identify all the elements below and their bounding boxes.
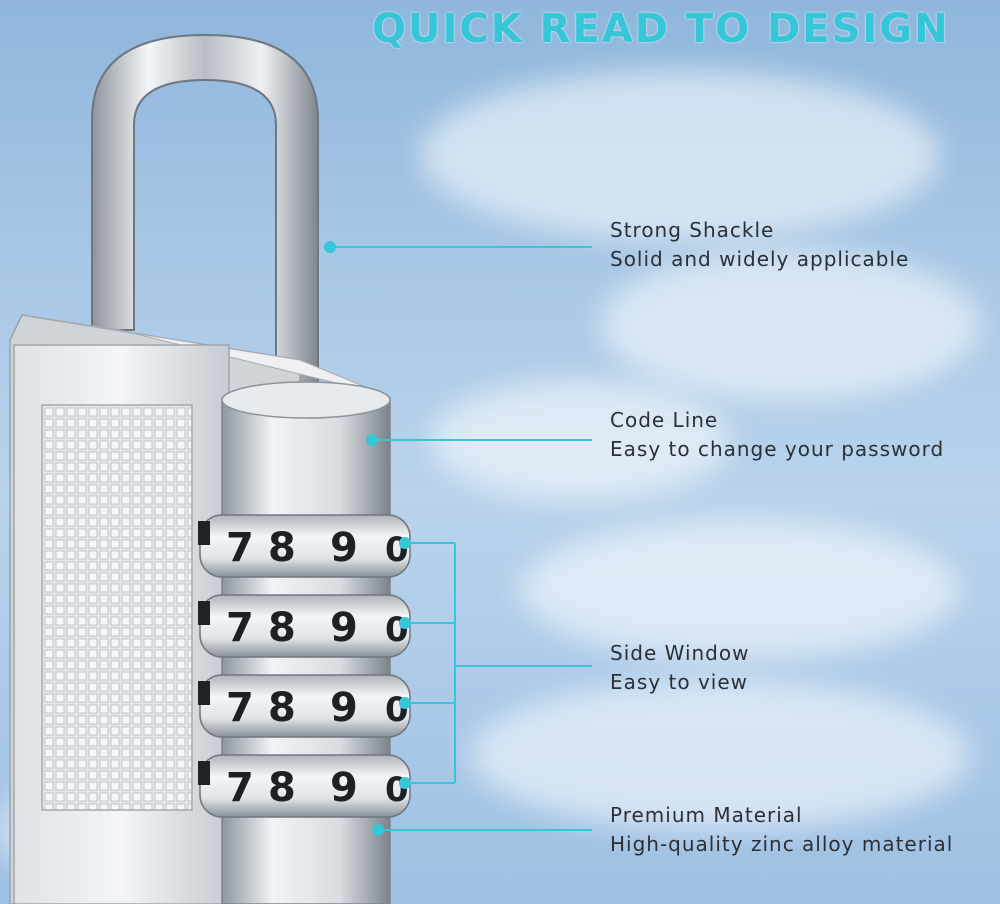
callout-side-window: Side Window Easy to view bbox=[610, 639, 749, 697]
callout-strong-shackle: Strong Shackle Solid and widely applicab… bbox=[610, 216, 909, 274]
cloud bbox=[520, 520, 960, 660]
dial-window-marker bbox=[198, 761, 210, 785]
dial-digit: 7 bbox=[226, 765, 254, 811]
callout-detail: Easy to view bbox=[610, 670, 748, 694]
dial-digit: 8 bbox=[268, 525, 296, 571]
callout-premium-material: Premium Material High-quality zinc alloy… bbox=[610, 801, 953, 859]
callout-detail: High-quality zinc alloy material bbox=[610, 832, 954, 856]
dial-digit: 8 bbox=[268, 765, 296, 811]
dial-digit: 7 bbox=[226, 605, 254, 651]
cloud bbox=[420, 70, 940, 240]
callout-detail: Easy to change your password bbox=[610, 437, 945, 461]
dial-digit: 9 bbox=[330, 605, 358, 651]
dial-digit: 9 bbox=[330, 685, 358, 731]
connector-dot bbox=[324, 241, 336, 253]
dial-digit: 7 bbox=[226, 525, 254, 571]
dial-digit: 9 bbox=[330, 525, 358, 571]
connector-dot bbox=[399, 777, 411, 789]
dial-window-marker bbox=[198, 521, 210, 545]
connector-dot bbox=[366, 434, 378, 446]
dial-digit: 8 bbox=[268, 605, 296, 651]
callout-heading: Strong Shackle bbox=[610, 218, 775, 242]
cloud bbox=[470, 680, 970, 830]
dial-digit: 7 bbox=[226, 685, 254, 731]
callout-heading: Premium Material bbox=[610, 803, 803, 827]
dial-window-marker bbox=[198, 601, 210, 625]
dial-window-marker bbox=[198, 681, 210, 705]
connector-dot bbox=[399, 617, 411, 629]
callout-heading: Code Line bbox=[610, 408, 719, 432]
dial-digit: 9 bbox=[330, 765, 358, 811]
cloud bbox=[600, 250, 980, 400]
callout-detail: Solid and widely applicable bbox=[610, 247, 910, 271]
connector-dot bbox=[399, 697, 411, 709]
callout-code-line: Code Line Easy to change your password bbox=[610, 406, 944, 464]
connector-dot bbox=[372, 824, 384, 836]
page-title: QUICK READ TO DESIGN bbox=[372, 6, 950, 52]
callout-heading: Side Window bbox=[610, 641, 750, 665]
connector-dot bbox=[399, 537, 411, 549]
dial-digit: 8 bbox=[268, 685, 296, 731]
